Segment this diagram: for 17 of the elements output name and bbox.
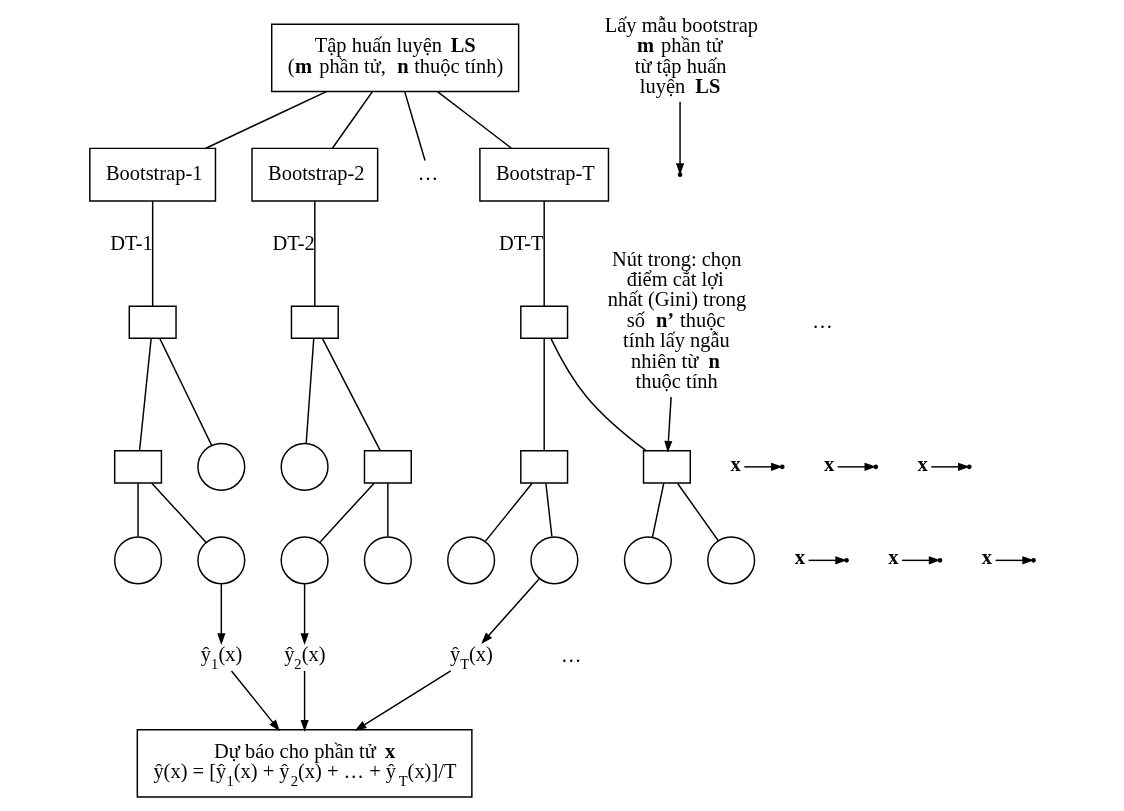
node-text: Lấy mẫu bootstrap m phần tử từ tập huấn luyện LS (604, 13, 758, 98)
node-text: ŷ$_{1}$(x) (200, 642, 242, 672)
label: … (811, 309, 833, 332)
node-text: x (981, 546, 992, 569)
node-text: x (887, 546, 898, 569)
node-text: … (417, 162, 438, 185)
node-text: x (729, 452, 741, 475)
node-text: Nút trong: chọn điểm cắt lợi nhất (Gini) trong số n’ thuộc tính lấy ngẫu nhiên từ n thuộc tính (607, 247, 746, 393)
node-text: ŷ$_{2}$(x) (283, 642, 326, 672)
label: … (560, 644, 581, 667)
node-text: x (823, 452, 834, 475)
edge-label: DT-1 (109, 232, 153, 255)
edge-label: DT-2 (271, 232, 315, 255)
node-text: ŷ$_{T}$(x) (449, 642, 493, 672)
edge-label: DT-T (498, 232, 544, 255)
node-text: x (794, 546, 805, 569)
node-text: x (916, 452, 928, 475)
